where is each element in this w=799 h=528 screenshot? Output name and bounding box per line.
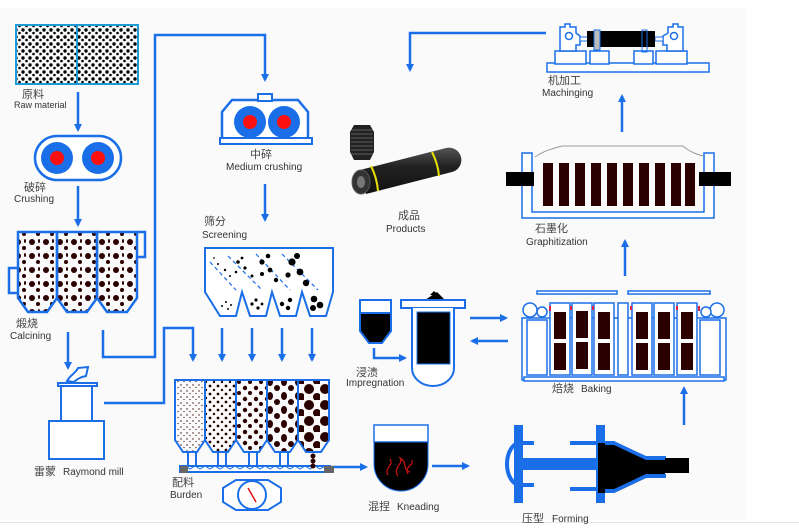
calcining-label-en: Calcining (10, 331, 51, 342)
crushing-label-zh: 破碎 (24, 180, 46, 194)
medium-crusher (219, 93, 313, 145)
graphitization-furnace (506, 145, 731, 219)
raw-material-label-en: Raw material (14, 100, 67, 110)
line-raymond-to-burden (104, 326, 197, 405)
bottom-divider (0, 522, 799, 523)
medium-crushing-label-en: Medium crushing (226, 162, 302, 173)
calcining-label-zh: 煅烧 (16, 316, 38, 330)
baking-label-en: Baking (581, 384, 612, 395)
raymond-mill-label-zh: 雷蒙 (34, 465, 56, 478)
graphitization-label-zh: 石墨化 (535, 221, 568, 235)
conveyor-end-right (324, 466, 334, 473)
raymond-mill-label-en: Raymond mill (63, 467, 124, 478)
machining-label-en: Machinging (542, 88, 593, 99)
raymond-mill (48, 365, 105, 460)
forming-label-zh: 压型 (522, 511, 544, 525)
forming-press (505, 425, 689, 503)
crushing-label-en: Crushing (14, 194, 54, 205)
machining-label-zh: 机加工 (548, 73, 581, 87)
impregnation-tank (359, 299, 392, 344)
weighing-scale (222, 479, 282, 511)
line-calcining-to-medium-crushing (101, 33, 269, 359)
baking-electrodes (554, 311, 693, 370)
screening-label-en: Screening (202, 230, 247, 241)
baking-label-zh: 焙烧 (552, 381, 574, 395)
impregnation-label-zh: 浸渍 (356, 366, 378, 379)
screening-label-zh: 筛分 (204, 214, 226, 228)
crusher (33, 134, 123, 182)
flow-lines (64, 31, 688, 471)
impregnation-autoclave (400, 291, 466, 387)
burden-discharge (310, 453, 316, 469)
kneading-mixer (373, 424, 429, 492)
burden-bins (174, 379, 331, 473)
raw-material-label-zh: 原料 (22, 87, 44, 101)
impregnation-label-en: Impregnation (346, 378, 404, 389)
products-label-en: Products (386, 224, 425, 235)
products-illustration (350, 125, 462, 195)
kneading-label-en: Kneading (397, 502, 439, 513)
burden-label-en: Burden (170, 490, 202, 501)
products-label-zh: 成品 (398, 209, 420, 222)
line-impregnation-feed (372, 348, 407, 362)
baking-seals (549, 306, 700, 311)
screening-machine (204, 247, 334, 317)
kneading-label-zh: 混捏 (368, 499, 390, 513)
calcining-furnaces (7, 230, 147, 314)
conveyor-end-left (180, 466, 188, 473)
line-machining-to-products (406, 31, 546, 72)
raw-material-bins (15, 24, 139, 85)
forming-label-en: Forming (552, 514, 589, 525)
burden-label-zh: 配料 (172, 475, 194, 489)
graphitization-label-en: Graphitization (526, 237, 588, 248)
medium-crushing-label-zh: 中碎 (250, 147, 272, 161)
baking-furnace (521, 290, 727, 382)
machining-lathe (546, 23, 710, 73)
